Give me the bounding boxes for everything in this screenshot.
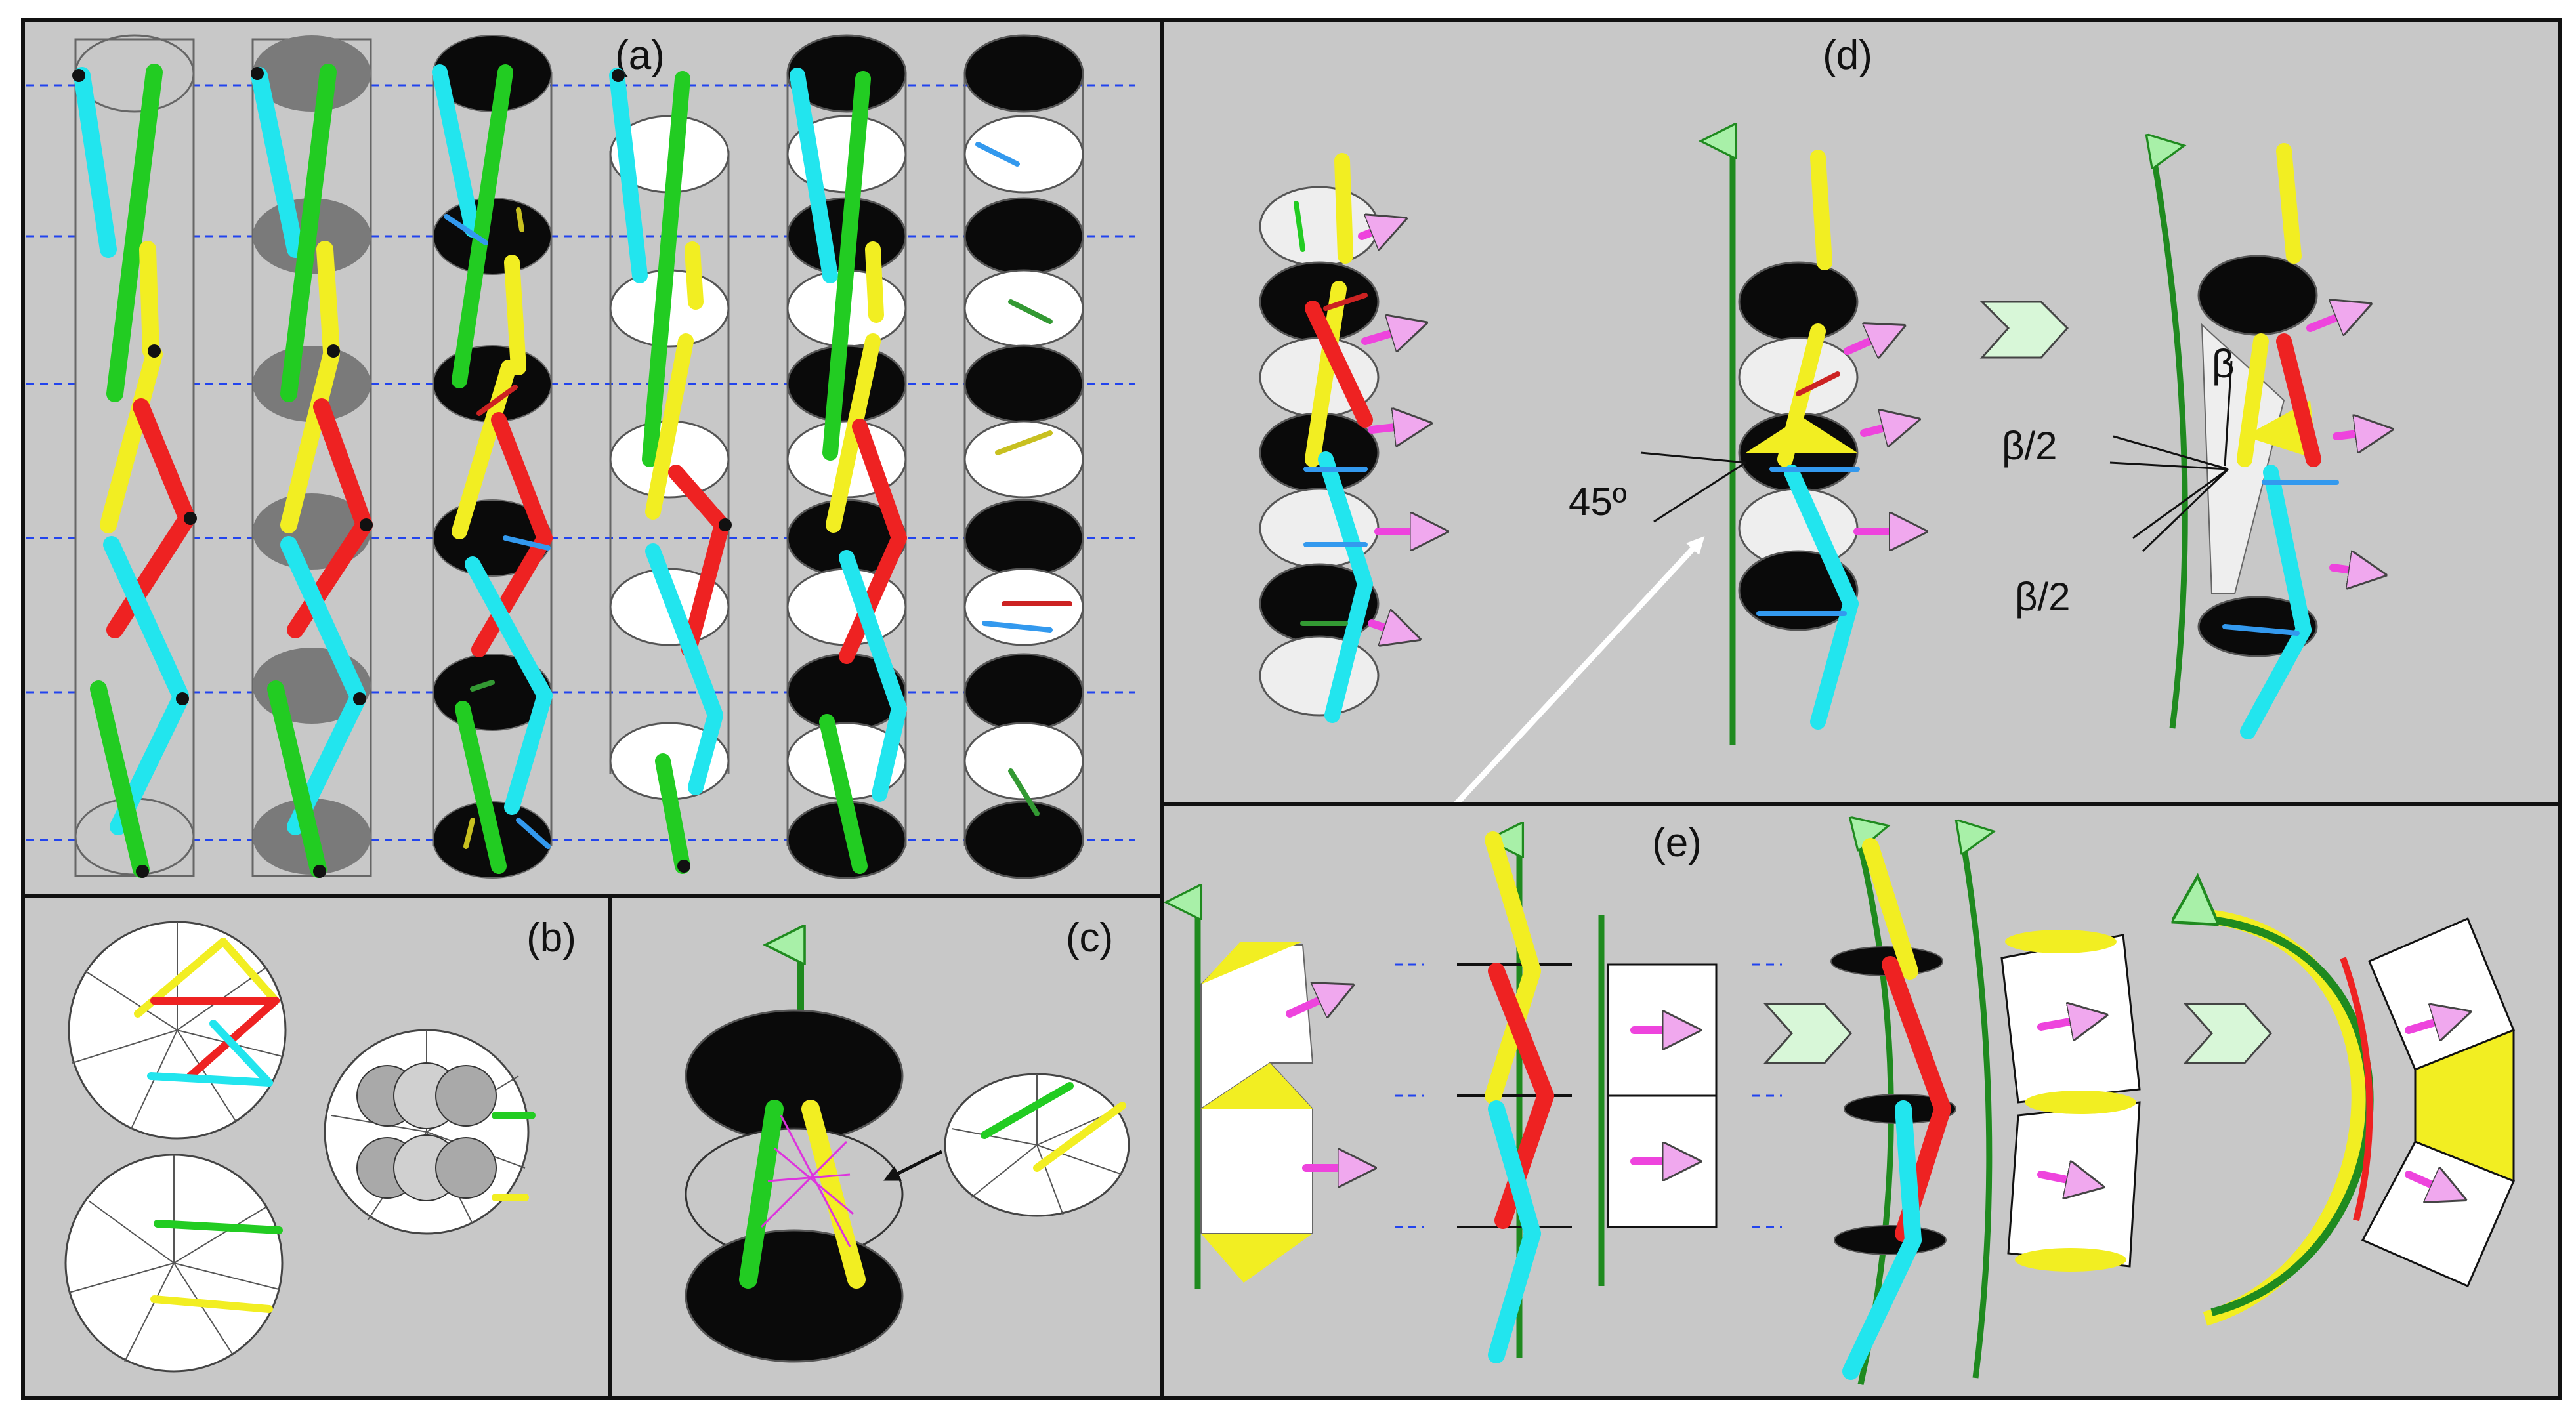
cylinder-alternating-discs [786, 34, 907, 879]
panel-b: (b) [21, 894, 612, 1400]
block-stack-straight [1198, 902, 1345, 1289]
chevron-right-icon [1763, 1003, 1853, 1064]
cylinder-transparent [72, 34, 197, 878]
panel-d: (d) [1160, 18, 2562, 954]
cylinder-black-discs [432, 35, 553, 879]
beta-half-lower-label: β/2 [2015, 575, 2071, 619]
chevron-right-icon [1979, 301, 2069, 359]
disc-top-view-c [944, 1073, 1130, 1217]
panel-e-label: (e) [1652, 820, 1702, 865]
arrow-icon [883, 1150, 943, 1181]
angle-45-label: 45º [1569, 480, 1627, 524]
panel-c-label: (c) [1066, 915, 1113, 961]
level-lines-e [1395, 963, 1782, 1228]
level-lines [26, 84, 1135, 841]
disc-top-view-upper [68, 921, 287, 1140]
chevron-right-icon [2183, 1003, 2273, 1064]
disc-top-view-lower [64, 1154, 284, 1373]
arc-assembly [2192, 915, 2515, 1326]
panel-e: (e) [1160, 802, 2562, 1400]
zigzag-chain-curved [1830, 833, 1956, 1385]
cylinder-white-discs [609, 68, 732, 874]
space-filling-molecule [324, 1029, 536, 1235]
cylinder-alternating-discs-2 [963, 34, 1084, 879]
disc-stack [685, 1009, 904, 1363]
panel-a-label: (a) [615, 33, 665, 78]
beta-label: β [2212, 342, 2235, 386]
cylinder-grey-discs [251, 35, 373, 878]
zigzag-chain-straight [1457, 840, 1572, 1363]
panel-d-label: (d) [1823, 33, 1872, 78]
beta-half-upper-label: β/2 [2002, 424, 2058, 468]
panel-a: (a) [21, 18, 1164, 898]
straight-axis-assembly: 45º [1569, 141, 1897, 745]
block-column-curved [1962, 837, 2141, 1379]
oblique-disc-stack [1259, 153, 1418, 723]
panel-b-label: (b) [526, 915, 576, 961]
curved-axis-assembly: β β/2 β/2 [2002, 151, 2363, 739]
block-column-straight [1598, 915, 1718, 1286]
panel-c: (c) [608, 894, 1164, 1400]
